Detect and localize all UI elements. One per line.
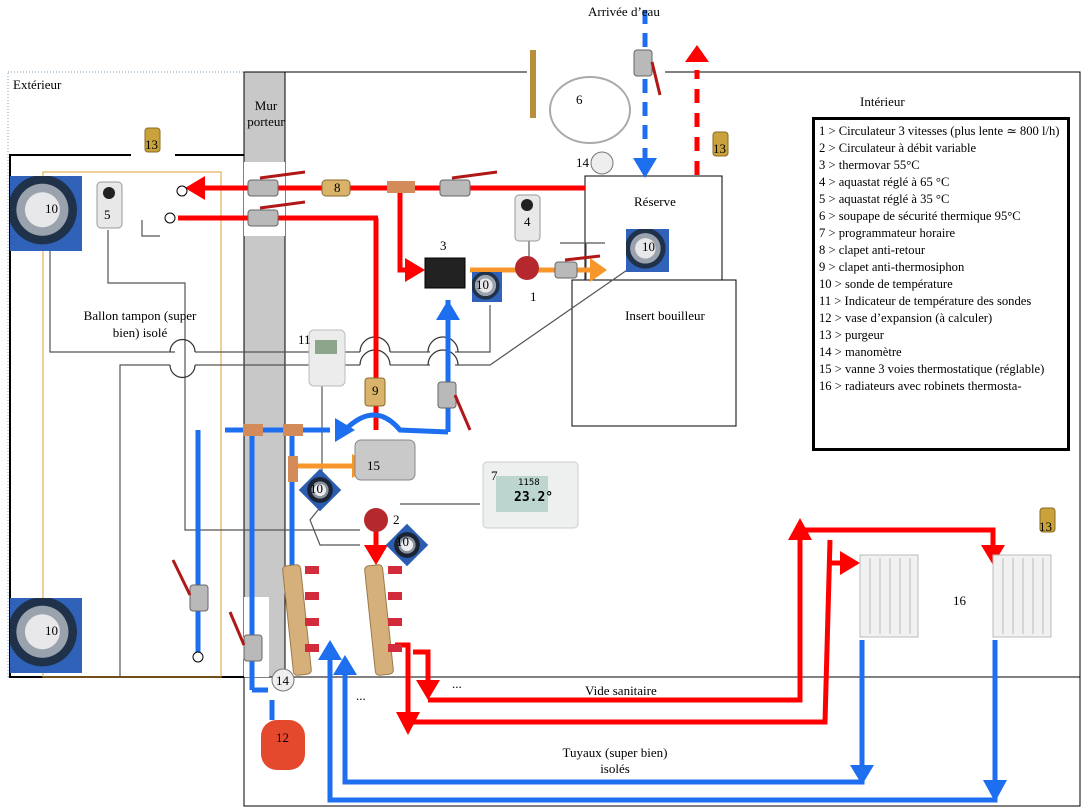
num-14-a: 14: [576, 155, 589, 170]
exterior-zone: [7, 71, 245, 678]
thermovar-valve-3: [424, 257, 466, 289]
legend-item: 9 > clapet anti-thermosiphon: [819, 260, 965, 274]
num-10-e: 10: [310, 481, 323, 496]
temperature-sensor-10-tank-top: [10, 176, 82, 251]
num-13-b: 13: [713, 141, 726, 156]
legend-item: 10 > sonde de température: [819, 277, 953, 291]
num-13-a: 13: [145, 137, 158, 152]
num-10-c: 10: [642, 239, 655, 254]
num-6: 6: [576, 92, 583, 107]
legend-item: 13 > purgeur: [819, 328, 884, 342]
label-interior: Intérieur: [860, 94, 905, 109]
label-pipes: Tuyaux (super bien) isolés: [562, 745, 668, 776]
num-13-c: 13: [1039, 519, 1052, 534]
manometer-14-top: [590, 151, 614, 175]
legend-item: 6 > soupape de sécurité thermique 95°C: [819, 209, 1021, 223]
num-3: 3: [440, 238, 447, 253]
legend-item: 11 > Indicateur de température des sonde…: [819, 294, 1032, 308]
ellipsis-1: ...: [452, 676, 462, 691]
programmer-temperature: 23.2°: [514, 490, 554, 505]
num-10-d: 10: [476, 277, 489, 292]
legend-item: 2 > Circulateur à débit variable: [819, 141, 977, 155]
label-water-inlet: Arrivée d’eau: [588, 4, 660, 19]
manometer-14-bottom: [271, 668, 295, 692]
legend-item: 4 > aquastat réglé à 65 °C: [819, 175, 950, 189]
circulator-1: [515, 256, 539, 280]
ellipsis-2: ...: [356, 688, 366, 703]
radiator-1: [859, 554, 919, 638]
buffer-tank: [42, 171, 222, 678]
num-10-b: 10: [45, 623, 58, 638]
mixing-valve-15: [354, 439, 416, 481]
label-exterior: Extérieur: [13, 77, 62, 92]
check-valve-8: [321, 179, 351, 197]
temperature-sensor-10-pump: [472, 272, 502, 302]
num-15: 15: [367, 458, 380, 473]
legend-item: 1 > Circulateur 3 vitesses (plus lente ≃…: [819, 124, 1060, 138]
num-1: 1: [530, 289, 537, 304]
legend-item: 12 > vase d’expansion (à calculer): [819, 311, 993, 325]
num-14-b: 14: [276, 673, 289, 688]
num-2: 2: [393, 512, 400, 527]
label-crawl-space: Vide sanitaire: [585, 683, 657, 698]
temperature-sensor-10-reserve: [626, 229, 669, 272]
num-10-a: 10: [45, 201, 58, 216]
legend-box: 1 > Circulateur 3 vitesses (plus lente ≃…: [812, 117, 1070, 451]
num-8: 8: [334, 180, 341, 195]
num-12: 12: [276, 730, 289, 745]
temperature-indicator-11: [308, 329, 346, 387]
legend-item: 5 > aquastat réglé à 35 °C: [819, 192, 950, 206]
legend-item: 7 > programmateur horaire: [819, 226, 956, 240]
programmer-time: 1158: [518, 478, 540, 488]
label-reserve: Réserve: [634, 194, 676, 209]
temperature-sensor-10-tank-bottom: [10, 598, 82, 673]
label-buffer-tank: Ballon tampon (super bien) isolé: [83, 308, 197, 340]
expansion-vessel-12: [261, 720, 305, 770]
legend-item: 15 > vanne 3 voies thermostatique (régla…: [819, 362, 1045, 376]
anti-thermosiphon-valve-9: [364, 377, 386, 407]
circulator-2: [364, 508, 388, 532]
legend-item: 3 > thermovar 55°C: [819, 158, 920, 172]
label-insert: Insert bouilleur: [625, 308, 705, 323]
num-4: 4: [524, 214, 531, 229]
legend-item: 16 > radiateurs avec robinets thermosta-: [819, 379, 1022, 393]
label-wall: Mur porteur: [247, 98, 285, 129]
num-11: 11: [298, 332, 311, 347]
num-7: 7: [491, 468, 498, 483]
num-9: 9: [372, 383, 379, 398]
insert-boiler: [571, 279, 737, 427]
num-10-f: 10: [396, 534, 409, 549]
radiator-2: [992, 554, 1052, 638]
legend-item: 14 > manomètre: [819, 345, 902, 359]
num-16: 16: [953, 593, 966, 608]
num-5: 5: [104, 207, 111, 222]
legend-item: 8 > clapet anti-retour: [819, 243, 926, 257]
